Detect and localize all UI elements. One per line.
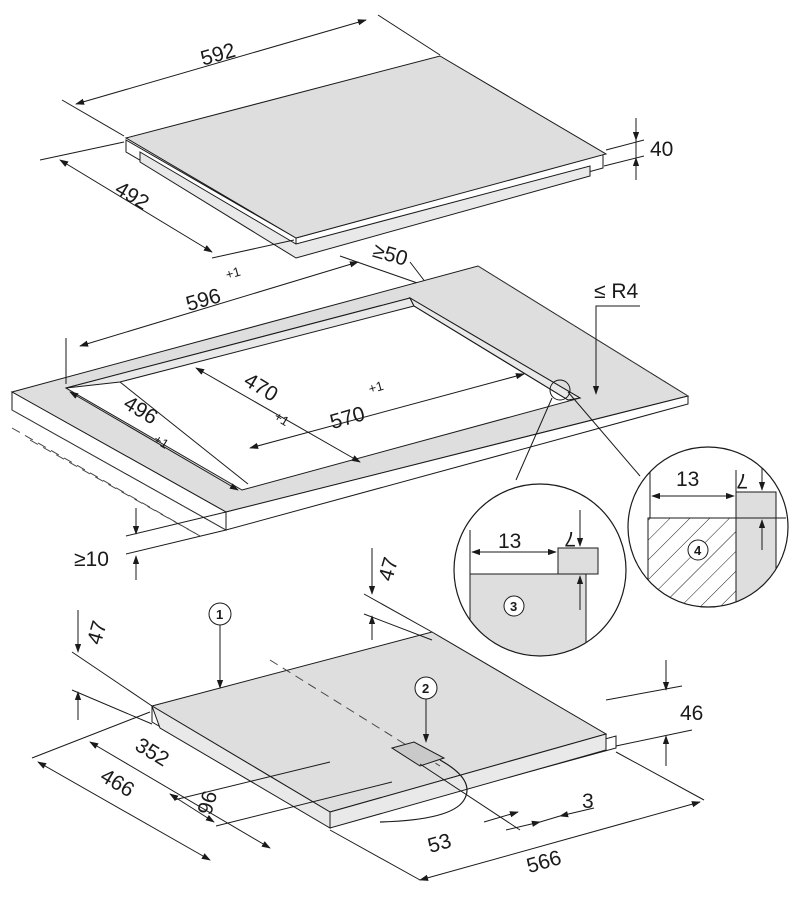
label-53: 53	[425, 829, 454, 858]
detail4-width-label: 13	[676, 468, 699, 491]
label-47-top: 47	[374, 555, 403, 584]
detail3-height-label: 7	[564, 527, 576, 550]
marker-2-label: 2	[422, 681, 429, 696]
cutout-rear-ledge	[65, 297, 415, 389]
detail3-width-label: 13	[498, 530, 521, 553]
label-496-tol: +1	[151, 431, 171, 451]
label-40: 40	[650, 138, 673, 161]
cooktop-bottom-drawing	[150, 631, 617, 829]
label-47-left: 47	[83, 618, 112, 647]
label-352: 352	[131, 734, 173, 772]
detail-4: 13 7 4	[627, 446, 789, 608]
label-96: 96	[194, 788, 223, 817]
label-ge10: ≥10	[74, 548, 109, 571]
cooktop-drawing	[124, 55, 608, 259]
dim-cooktop-height: 40	[603, 118, 673, 180]
marker-3-circle	[503, 595, 525, 617]
worktop-surface	[10, 265, 690, 513]
marker-1-label: 1	[216, 607, 223, 622]
marker-4-circle	[687, 539, 709, 561]
marker-2: 2	[414, 676, 438, 743]
cooktop-glass-top	[124, 55, 608, 239]
dim-bottom-front-clearance: 47	[71, 610, 153, 725]
connection-cable	[379, 759, 468, 823]
dim-bottom-rear-clearance: 47	[363, 548, 433, 641]
connection-box	[390, 741, 446, 767]
detail4-height-label: 7	[736, 469, 748, 492]
worktop-left-edge	[11, 391, 227, 531]
detail-callout-circle	[549, 379, 571, 401]
label-492: 492	[111, 177, 153, 215]
leader-to-detail-4	[567, 391, 641, 477]
label-r4: ≤ R4	[594, 280, 639, 303]
label-596: 596	[183, 284, 223, 316]
label-46: 46	[680, 702, 703, 725]
marker-4-label: 4	[694, 543, 702, 558]
label-470-tol: +1	[271, 409, 291, 429]
label-466: 466	[96, 764, 138, 802]
worktop-drawing	[10, 265, 690, 537]
dim-bottom-height: 46	[605, 660, 703, 766]
detail-3: 13 7 3	[453, 483, 627, 657]
label-570-tol: +1	[367, 378, 385, 397]
label-566: 566	[524, 846, 564, 878]
label-592: 592	[198, 39, 238, 71]
label-596-tol: +1	[224, 264, 242, 283]
bottom-housing-right	[329, 733, 607, 829]
dim-corner-radius: ≤ R4	[549, 280, 640, 401]
dim-connection-gap: 3	[505, 790, 595, 831]
leader-to-detail-3	[515, 397, 553, 481]
dim-worktop-thickness: ≥10	[74, 508, 227, 580]
label-ge50: ≥50	[370, 239, 410, 271]
marker-1: 1	[208, 602, 232, 689]
marker-3-label: 3	[510, 599, 517, 614]
label-470: 470	[240, 369, 282, 407]
worktop-front-edge	[225, 395, 689, 531]
label-3: 3	[582, 790, 594, 813]
label-570: 570	[327, 402, 367, 434]
